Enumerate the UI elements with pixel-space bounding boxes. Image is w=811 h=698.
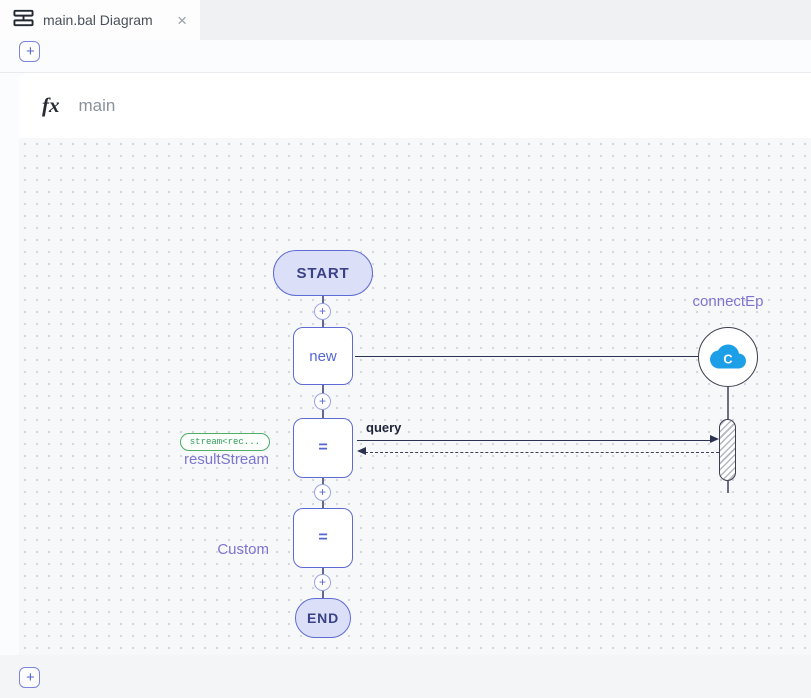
action-label-query: query <box>366 420 402 435</box>
add-construct-button-top[interactable]: + <box>19 41 40 62</box>
variable-type-badge: stream<rec... <box>179 433 270 451</box>
endpoint-name: connectEp <box>692 293 764 310</box>
tab-title: main.bal Diagram <box>43 12 153 28</box>
diagram-panel: + fx main + + + + START END new = = conn… <box>0 40 811 698</box>
end-node[interactable]: END <box>295 598 351 638</box>
custom-statement-label: Custom <box>217 541 269 558</box>
activation-bar <box>719 419 736 481</box>
assignment-node-resultstream[interactable]: = <box>293 418 353 478</box>
lifeline <box>727 481 729 493</box>
header-divider <box>0 72 811 73</box>
start-node[interactable]: START <box>273 250 373 296</box>
query-request-arrow <box>357 435 719 444</box>
variable-name-label: resultStream <box>183 451 269 468</box>
tab-bar: main.bal Diagram × <box>0 0 811 40</box>
add-statement-button[interactable]: + <box>314 393 331 410</box>
add-statement-button[interactable]: + <box>314 484 331 501</box>
tab-main-bal-diagram[interactable]: main.bal Diagram × <box>0 0 200 40</box>
diagram-icon <box>13 9 34 32</box>
add-statement-button[interactable]: + <box>314 303 331 320</box>
flow-canvas[interactable]: + + + + START END new = = connectEp C <box>19 138 811 656</box>
function-header[interactable]: fx main <box>19 73 811 138</box>
add-statement-button[interactable]: + <box>314 574 331 591</box>
endpoint-node[interactable]: C <box>698 327 758 387</box>
close-icon[interactable]: × <box>177 10 187 30</box>
assignment-node-custom[interactable]: = <box>293 508 353 568</box>
cloud-connector-icon: C <box>710 337 746 378</box>
function-name: main <box>78 95 116 115</box>
svg-text:C: C <box>723 351 732 366</box>
lifeline <box>727 387 729 419</box>
function-icon: fx <box>42 93 60 117</box>
connector-init-arrow <box>355 351 711 360</box>
bottom-bar: + <box>0 655 811 698</box>
query-response-arrow <box>357 447 719 456</box>
add-construct-button-bottom[interactable]: + <box>19 667 40 688</box>
new-connector-node[interactable]: new <box>293 327 353 385</box>
